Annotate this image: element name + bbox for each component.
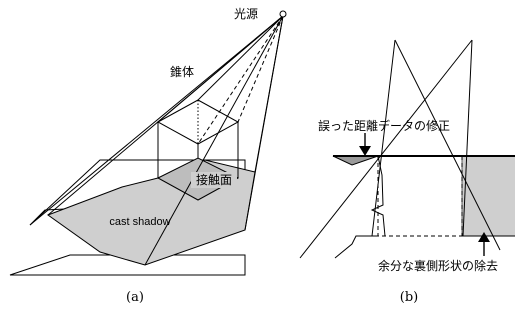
ray-lines bbox=[299, 39, 501, 259]
error-wedge bbox=[332, 155, 379, 166]
step-profile bbox=[334, 235, 378, 259]
panel-b: 誤った距離データの修正 余分な裏側形状の除去 (b) bbox=[299, 39, 515, 305]
distance-correction-label: 誤った距離データの修正 bbox=[318, 118, 450, 133]
ground-plane-lower bbox=[9, 254, 246, 276]
extra-backside-region bbox=[462, 156, 515, 236]
cast-shadow-label: cast shadow bbox=[109, 216, 170, 228]
light-source-icon bbox=[279, 10, 287, 18]
true-shape-outline bbox=[377, 156, 462, 237]
arrow-down-icon bbox=[359, 133, 371, 156]
light-source-label: 光源 bbox=[234, 7, 258, 21]
panel-a: 光源 錐体 接触面 cast shadow (a) bbox=[9, 7, 287, 305]
cone-label: 錐体 bbox=[170, 64, 194, 79]
caption-b: (b) bbox=[400, 290, 418, 305]
contact-label-bg bbox=[191, 172, 237, 188]
remove-backside-label: 余分な裏側形状の除去 bbox=[378, 258, 498, 273]
contact-surface-label: 接触面 bbox=[196, 172, 232, 187]
arrow-up-icon bbox=[478, 232, 490, 256]
measured-profile bbox=[370, 155, 386, 237]
cone-lines bbox=[29, 15, 284, 266]
caption-a: (a) bbox=[126, 290, 144, 305]
